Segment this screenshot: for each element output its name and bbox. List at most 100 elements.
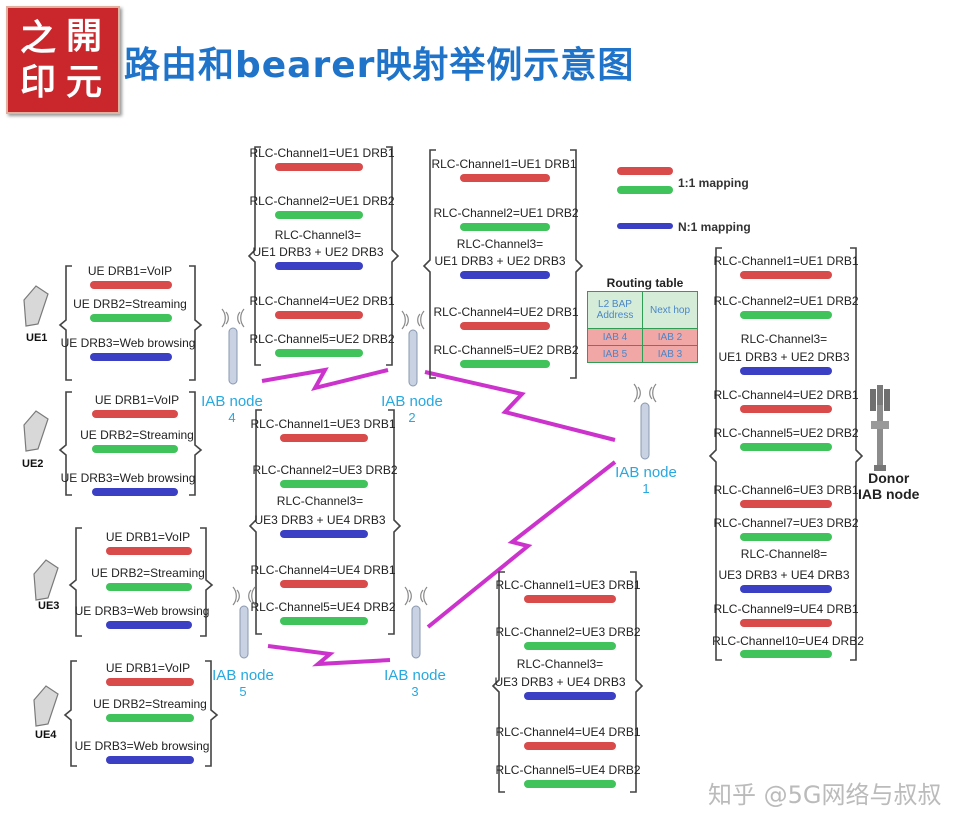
node-1-label: IAB node 1 [615, 464, 677, 496]
channel-label: RLC-Channel3= [274, 228, 362, 242]
drb-bar [106, 678, 194, 686]
channel-label: RLC-Channel3= [456, 237, 544, 251]
channel-bar [460, 223, 550, 231]
channel-label: RLC-Channel4=UE2 DRB1 [249, 294, 395, 308]
routing-table-title: Routing table [606, 276, 684, 290]
drb-label: UE DRB2=Streaming [73, 297, 187, 311]
channel-bar [275, 262, 363, 270]
logo: 之 開 印 元 [6, 6, 120, 114]
drb-label: UE DRB2=Streaming [91, 566, 205, 580]
drb-bar [92, 488, 178, 496]
channel-label: RLC-Channel6=UE3 DRB1 [713, 483, 859, 497]
drb-bar [90, 314, 172, 322]
channel-label: RLC-Channel2=UE1 DRB2 [433, 206, 579, 220]
logo-char: 之 [20, 17, 57, 59]
channel-label: RLC-Channel3= [740, 332, 828, 346]
channel-label: RLC-Channel1=UE1 DRB1 [713, 254, 859, 268]
node-number: 3 [411, 684, 419, 699]
drb-bar [92, 445, 178, 453]
channel-bar [275, 311, 363, 319]
channel-label: UE1 DRB3 + UE2 DRB3 [434, 254, 566, 268]
node-5-label: IAB node 5 [212, 667, 274, 699]
logo-char: 元 [66, 61, 103, 103]
drb-label: UE DRB1=VoIP [105, 530, 191, 544]
drb-bar [106, 547, 192, 555]
link-5-3 [267, 644, 391, 667]
channel-label: RLC-Channel1=UE3 DRB1 [495, 578, 641, 592]
channel-bar [275, 163, 363, 171]
node-name: IAB node [381, 393, 443, 410]
channel-label: RLC-Channel9=UE4 DRB1 [713, 602, 859, 616]
channel-label: RLC-Channel1=UE1 DRB1 [249, 146, 395, 160]
channel-bar [524, 642, 616, 650]
drb-label: UE DRB3=Web browsing [60, 471, 196, 485]
legend-red-bar [617, 167, 673, 175]
channel-bar [740, 311, 832, 319]
channel-label: RLC-Channel2=UE1 DRB2 [713, 294, 859, 308]
channel-bar [740, 619, 832, 627]
channel-bar [460, 174, 550, 182]
logo-char: 開 [66, 15, 103, 57]
channel-bar [460, 360, 550, 368]
channel-label: RLC-Channel5=UE2 DRB2 [249, 332, 395, 346]
drb-label: UE DRB3=Web browsing [60, 336, 196, 350]
braces [58, 146, 864, 793]
channel-bar [740, 405, 832, 413]
drb-bar [106, 621, 192, 629]
channel-label: RLC-Channel4=UE4 DRB1 [250, 563, 396, 577]
drb-label: UE DRB1=VoIP [105, 661, 191, 675]
channel-label: RLC-Channel7=UE3 DRB2 [713, 516, 859, 530]
ue-label: UE4 [35, 729, 57, 741]
channel-bar [740, 533, 832, 541]
drb-label: UE DRB3=Web browsing [74, 739, 210, 753]
channel-label: RLC-Channel5=UE2 DRB2 [433, 343, 579, 357]
link-2-1 [424, 370, 616, 442]
channel-bar [524, 780, 616, 788]
channel-label: RLC-Channel1=UE3 DRB1 [250, 417, 396, 431]
channel-label: RLC-Channel2=UE3 DRB2 [495, 625, 641, 639]
channel-bar [275, 349, 363, 357]
channel-bar [280, 434, 368, 442]
routing-cell: IAB 4 [587, 328, 643, 346]
channel-label: UE3 DRB3 + UE4 DRB3 [494, 675, 626, 689]
channel-bar [280, 617, 368, 625]
routing-cell: IAB 5 [587, 345, 643, 363]
channel-label: UE3 DRB3 + UE4 DRB3 [718, 568, 850, 582]
drb-label: UE DRB3=Web browsing [74, 604, 210, 618]
channel-label: RLC-Channel2=UE3 DRB2 [252, 463, 398, 477]
channel-bar [740, 650, 832, 658]
legend-green-bar [617, 186, 673, 194]
channel-bar [740, 585, 832, 593]
channel-label: RLC-Channel4=UE2 DRB1 [713, 388, 859, 402]
channel-bar [280, 480, 368, 488]
drb-bar [90, 281, 172, 289]
drb-label: UE DRB2=Streaming [93, 697, 207, 711]
drb-bar [92, 410, 178, 418]
logo-char: 印 [20, 61, 57, 103]
donor-line1: Donor [868, 470, 910, 486]
node-3-label: IAB node 3 [384, 667, 446, 699]
channel-label: RLC-Channel3= [516, 657, 604, 671]
node-name: IAB node [201, 393, 263, 410]
node-number: 5 [239, 684, 247, 699]
donor-tower-icon [870, 385, 890, 471]
antenna-icons [221, 308, 657, 659]
drb-label: UE DRB2=Streaming [80, 428, 194, 442]
routing-table: L2 BAP Address Next hop IAB 4 IAB 2 IAB … [587, 291, 698, 363]
channel-label: UE3 DRB3 + UE4 DRB3 [254, 513, 386, 527]
drb-label: UE DRB1=VoIP [87, 264, 173, 278]
channel-bar [280, 580, 368, 588]
legend-n-to-one: N:1 mapping [678, 220, 751, 234]
drb-bar [106, 714, 194, 722]
channel-label: RLC-Channel4=UE4 DRB1 [495, 725, 641, 739]
routing-cell: IAB 2 [642, 328, 698, 346]
node-number: 1 [642, 481, 650, 496]
donor-line2: IAB node [858, 486, 920, 502]
drb-bar [106, 756, 194, 764]
page-title: 路由和bearer映射举例示意图 [124, 45, 635, 86]
phone-icons [23, 285, 59, 727]
channel-label: RLC-Channel2=UE1 DRB2 [249, 194, 395, 208]
channel-label: RLC-Channel5=UE2 DRB2 [713, 426, 859, 440]
channel-bar [740, 367, 832, 375]
